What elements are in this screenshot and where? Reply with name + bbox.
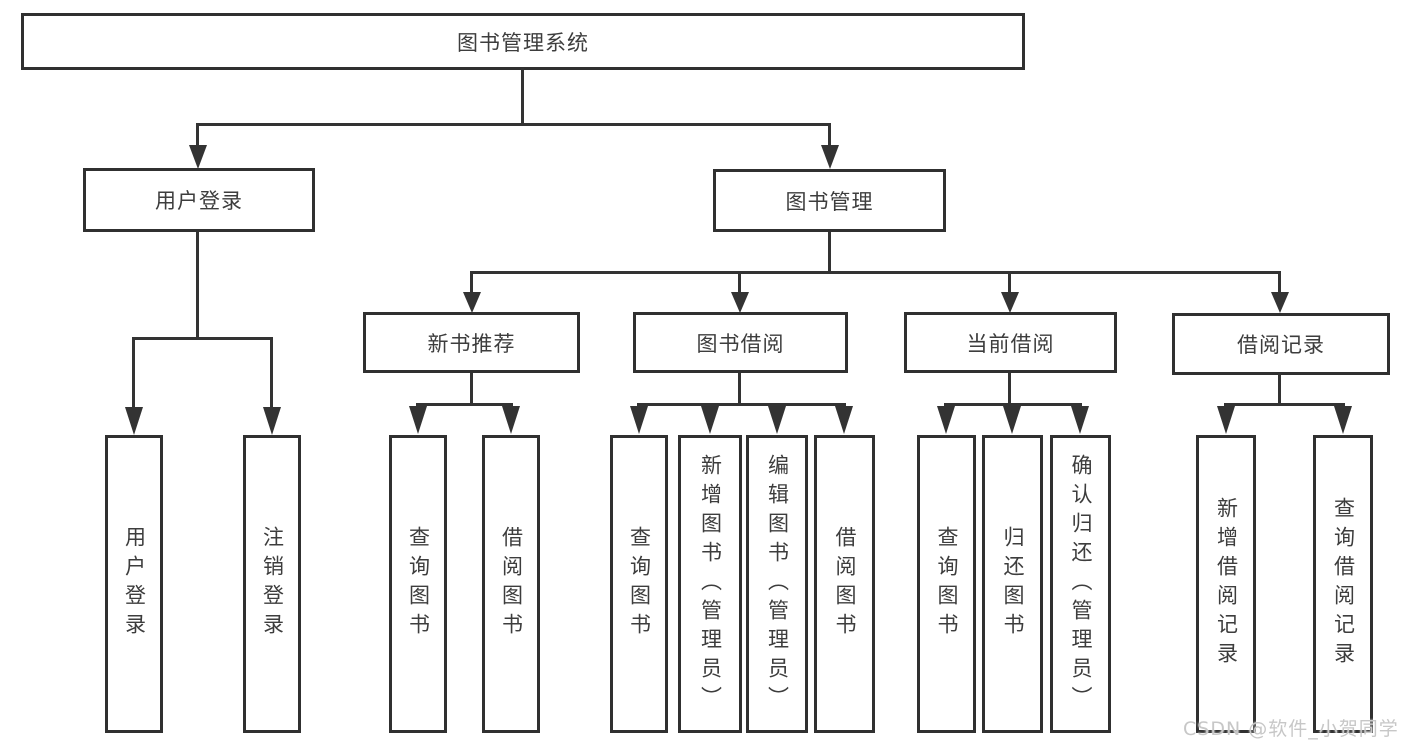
connector-vline <box>828 232 831 274</box>
node-leaf-add-book: 新增图书（管理员） <box>678 435 742 733</box>
node-root: 图书管理系统 <box>21 13 1025 70</box>
node-root-label: 图书管理系统 <box>457 30 589 55</box>
connector-vline <box>196 123 199 149</box>
arrow-down-icon <box>263 407 281 435</box>
connector-vline <box>738 271 741 293</box>
arrow-down-icon <box>821 145 839 169</box>
arrow-down-icon <box>1001 292 1019 313</box>
csdn-watermark: CSDN @软件_小贺同学 <box>1183 718 1399 740</box>
arrow-down-icon <box>125 407 143 435</box>
node-leaf-add-book-label: 新增图书（管理员） <box>698 453 723 715</box>
connector-vline <box>1278 373 1281 406</box>
arrow-down-icon <box>189 145 207 169</box>
connector-vline <box>1278 271 1281 293</box>
node-leaf-query-book-1-label: 查询图书 <box>406 526 431 642</box>
node-leaf-query-book-3-label: 查询图书 <box>935 526 959 642</box>
node-borrow-records-label: 借阅记录 <box>1237 333 1325 357</box>
arrow-down-icon <box>1003 406 1021 434</box>
node-leaf-user-login: 用户登录 <box>105 435 163 733</box>
node-leaf-query-book-1: 查询图书 <box>389 435 447 733</box>
node-leaf-confirm-return: 确认归还（管理员） <box>1050 435 1111 733</box>
arrow-down-icon <box>1271 292 1289 313</box>
arrow-down-icon <box>768 406 786 434</box>
connector-hline <box>637 403 846 406</box>
node-leaf-borrow-book-2: 借阅图书 <box>814 435 875 733</box>
arrow-down-icon <box>463 292 481 313</box>
node-leaf-borrow-book-2-label: 借阅图书 <box>833 526 857 642</box>
node-leaf-edit-book-label: 编辑图书（管理员） <box>765 453 790 715</box>
node-leaf-user-login-label: 用户登录 <box>122 526 147 642</box>
node-leaf-confirm-return-label: 确认归还（管理员） <box>1069 453 1093 715</box>
arrow-down-icon <box>1334 406 1352 434</box>
arrow-down-icon <box>701 406 719 434</box>
node-leaf-return-book-label: 归还图书 <box>1001 526 1025 642</box>
node-current-borrow: 当前借阅 <box>904 312 1117 373</box>
arrow-down-icon <box>409 406 427 434</box>
connector-vline <box>738 373 741 406</box>
node-leaf-query-record: 查询借阅记录 <box>1313 435 1373 733</box>
arrow-down-icon <box>502 406 520 434</box>
node-leaf-add-record-label: 新增借阅记录 <box>1214 497 1239 671</box>
connector-hline <box>1224 403 1345 406</box>
arrow-down-icon <box>835 406 853 434</box>
connector-vline <box>470 373 473 406</box>
connector-hline <box>196 123 830 126</box>
node-leaf-logout: 注销登录 <box>243 435 301 733</box>
connector-vline <box>470 271 473 293</box>
node-leaf-add-record: 新增借阅记录 <box>1196 435 1256 733</box>
connector-vline <box>521 68 524 126</box>
connector-vline <box>1008 271 1011 293</box>
node-new-book-recommend: 新书推荐 <box>363 312 580 373</box>
node-book-management-label: 图书管理 <box>785 189 874 214</box>
node-leaf-borrow-book-1: 借阅图书 <box>482 435 540 733</box>
connector-hline <box>470 271 1281 274</box>
arrow-down-icon <box>937 406 955 434</box>
node-new-book-recommend-label: 新书推荐 <box>427 331 516 356</box>
node-book-borrow: 图书借阅 <box>633 312 848 373</box>
node-leaf-return-book: 归还图书 <box>982 435 1043 733</box>
connector-vline <box>132 337 135 410</box>
connector-hline <box>416 403 513 406</box>
arrow-down-icon <box>1071 406 1089 434</box>
arrow-down-icon <box>1217 406 1235 434</box>
node-leaf-query-book-2-label: 查询图书 <box>627 526 652 642</box>
node-leaf-borrow-book-1-label: 借阅图书 <box>499 526 524 642</box>
node-leaf-edit-book: 编辑图书（管理员） <box>746 435 808 733</box>
node-leaf-query-record-label: 查询借阅记录 <box>1331 497 1356 671</box>
arrow-down-icon <box>731 292 749 313</box>
node-leaf-query-book-2: 查询图书 <box>610 435 668 733</box>
node-leaf-query-book-3: 查询图书 <box>917 435 976 733</box>
node-current-borrow-label: 当前借阅 <box>966 331 1055 356</box>
node-leaf-logout-label: 注销登录 <box>260 526 285 642</box>
connector-vline <box>828 123 831 149</box>
node-user-login-label: 用户登录 <box>155 189 243 213</box>
node-book-management: 图书管理 <box>713 169 946 232</box>
node-borrow-records: 借阅记录 <box>1172 313 1390 375</box>
connector-hline <box>132 337 273 340</box>
node-book-borrow-label: 图书借阅 <box>696 331 785 356</box>
node-user-login: 用户登录 <box>83 168 315 232</box>
connector-vline <box>270 337 273 410</box>
connector-vline <box>196 232 199 340</box>
arrow-down-icon <box>630 406 648 434</box>
connector-vline <box>1008 373 1011 406</box>
connector-hline <box>944 403 1082 406</box>
